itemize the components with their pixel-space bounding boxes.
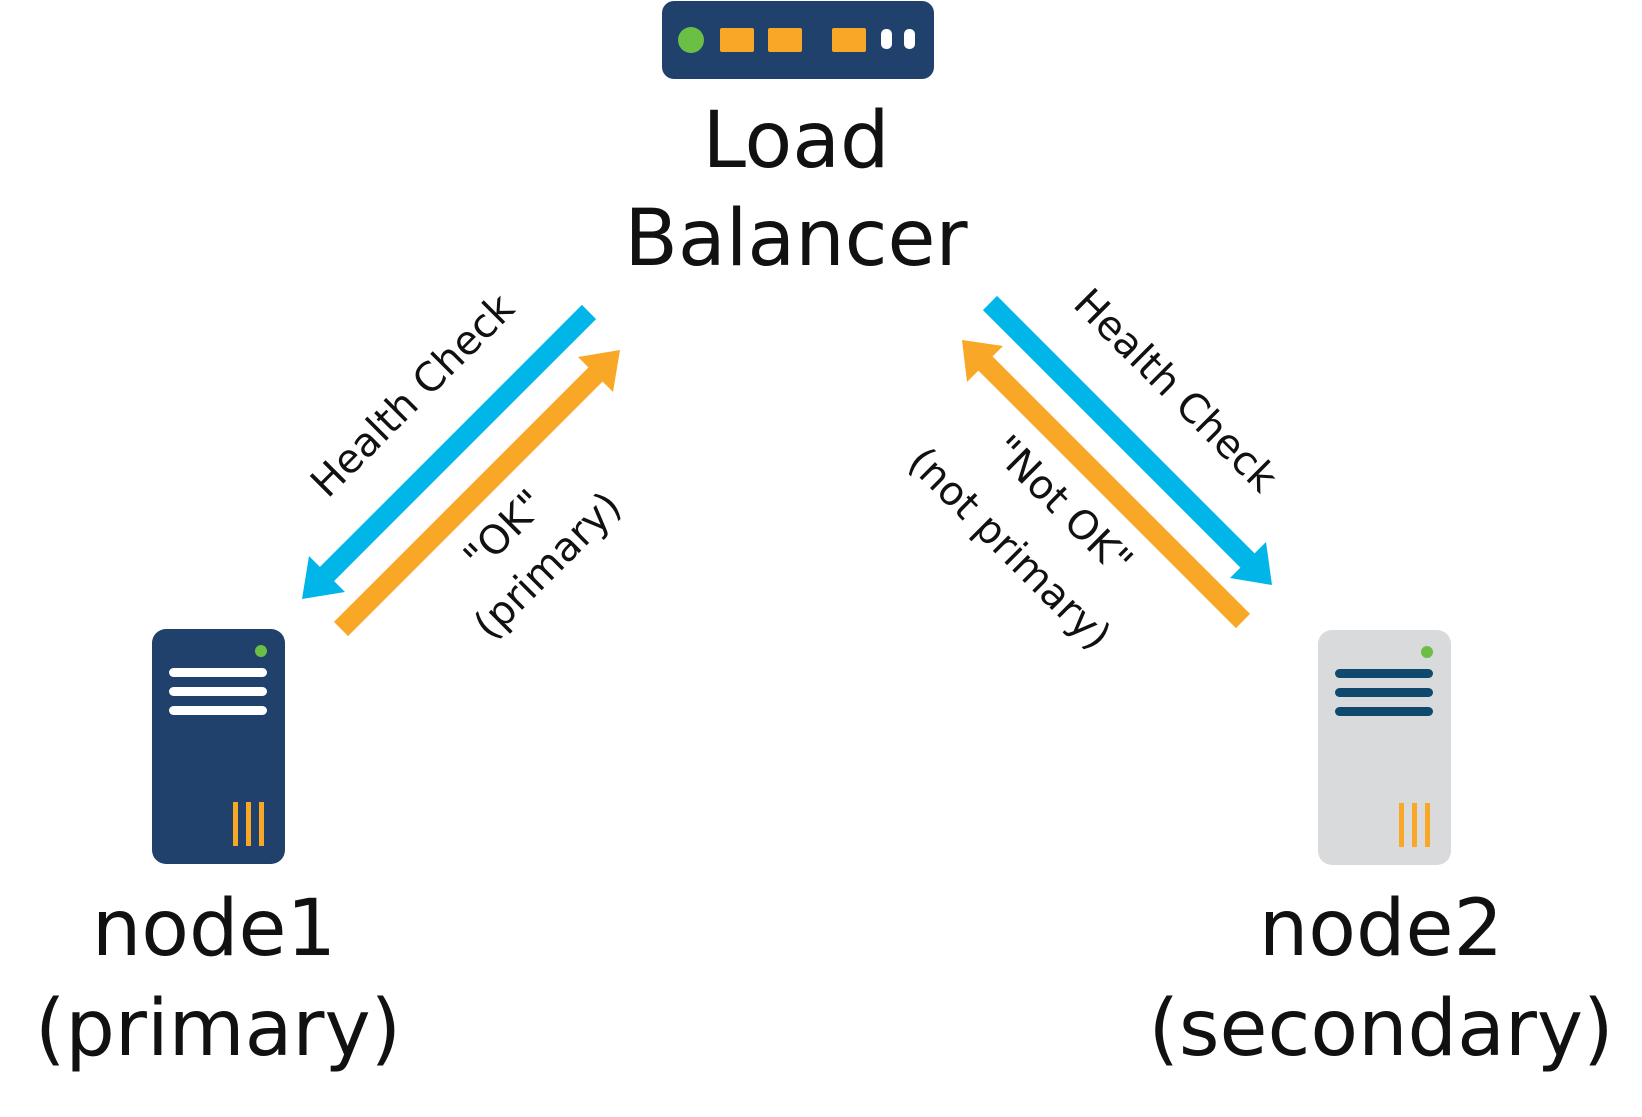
- node2-title: node2: [1259, 884, 1503, 974]
- node2-server-icon: [1318, 630, 1451, 865]
- right-response-arrow: [962, 340, 1251, 629]
- node2-role-label: (secondary): [1148, 984, 1613, 1074]
- node1-server-icon: [152, 629, 285, 864]
- left-health-check-arrow: [302, 304, 597, 599]
- node1-title: node1: [92, 884, 336, 974]
- node1-role-label: (primary): [35, 984, 401, 1074]
- load-balancer-subtitle: Balancer: [624, 194, 968, 284]
- left-response-arrow: [333, 350, 620, 637]
- right-health-check-arrow: [982, 295, 1272, 585]
- load-balancer-icon: [662, 1, 934, 79]
- load-balancer-title: Load: [702, 96, 889, 186]
